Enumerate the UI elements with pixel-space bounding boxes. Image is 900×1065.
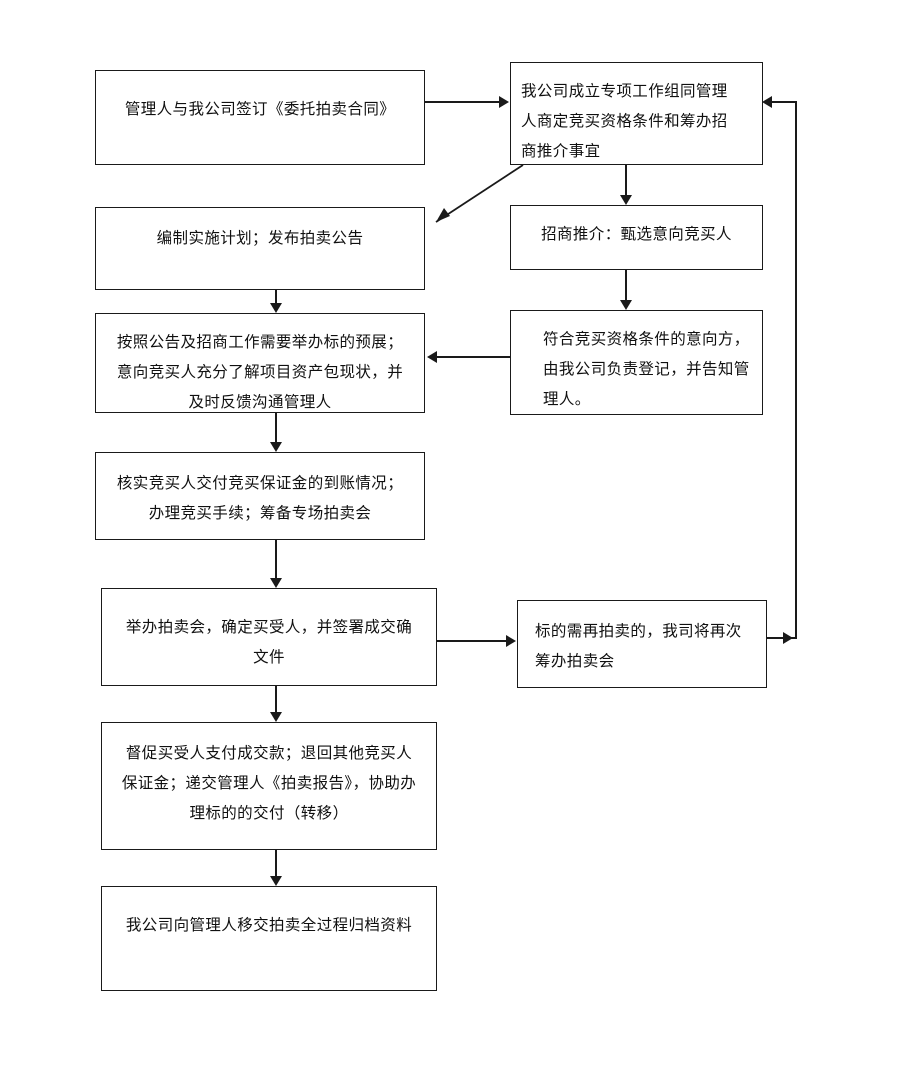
edge-n8-to-n9-arrowhead — [506, 635, 516, 647]
node-investment-promotion-screen-bidders[interactable]: 招商推介：甄选意向竞买人 — [510, 205, 763, 270]
edge-n9-to-n2-segment-left — [770, 101, 797, 103]
edge-n9-to-n2-segment-right — [767, 637, 797, 639]
edge-n5-to-n7-line — [275, 413, 277, 445]
node-prepare-plan-publish-announcement[interactable]: 编制实施计划；发布拍卖公告 — [95, 207, 425, 290]
edge-n9-to-n2-arrowhead-left — [762, 96, 772, 108]
edge-n4-to-n6-arrowhead — [620, 300, 632, 310]
edge-n2-to-n3-line — [420, 160, 530, 230]
edge-n9-to-n2-segment-vertical — [795, 101, 797, 639]
edge-n6-to-n5-line — [436, 356, 510, 358]
edge-n1-to-n2-arrowhead — [499, 96, 509, 108]
node-label: 举办拍卖会，确定买受人，并签署成交确 文件 — [125, 619, 413, 666]
node-collect-payment-refund-deposit-deliver[interactable]: 督促买受人支付成交款；退回其他竞买人 保证金；递交管理人《拍卖报告》，协助办 理… — [101, 722, 437, 850]
edge-n8-to-n10-arrowhead — [270, 712, 282, 722]
node-label: 标的需再拍卖的，我司将再次 筹办拍卖会 — [535, 623, 742, 670]
node-label: 招商推介：甄选意向竞买人 — [541, 226, 732, 243]
edge-n8-to-n9-line — [437, 640, 509, 642]
edge-n7-to-n8-arrowhead — [270, 578, 282, 588]
edge-n4-to-n6-line — [625, 270, 627, 303]
edge-n7-to-n8-line — [275, 540, 277, 582]
edge-n2-to-n4-line — [625, 165, 627, 197]
node-label: 我公司成立专项工作组同管理 人商定竞买资格条件和筹办招 商推介事宜 — [521, 83, 728, 160]
edge-n8-to-n10-line — [275, 686, 277, 714]
edge-n1-to-n2-line — [425, 101, 500, 103]
node-hand-over-archive-materials[interactable]: 我公司向管理人移交拍卖全过程归档资料 — [101, 886, 437, 991]
node-label: 编制实施计划；发布拍卖公告 — [156, 230, 364, 247]
node-hold-preview-and-communicate[interactable]: 按照公告及招商工作需要举办标的预展； 意向竞买人充分了解项目资产包现状，并 及时… — [95, 313, 425, 413]
edge-n9-to-n2-arrowhead-right — [783, 632, 793, 644]
node-label: 符合竞买资格条件的意向方， 由我公司负责登记，并告知管 理人。 — [543, 331, 750, 408]
edge-n2-to-n4-arrowhead — [620, 195, 632, 205]
node-hold-auction-confirm-buyer[interactable]: 举办拍卖会，确定买受人，并签署成交确 文件 — [101, 588, 437, 686]
edge-n10-to-n11-arrowhead — [270, 876, 282, 886]
node-label: 督促买受人支付成交款；退回其他竞买人 保证金；递交管理人《拍卖报告》，协助办 理… — [121, 745, 417, 822]
node-sign-entrustment-contract[interactable]: 管理人与我公司签订《委托拍卖合同》 — [95, 70, 425, 165]
node-label: 按照公告及招商工作需要举办标的预展； 意向竞买人充分了解项目资产包现状，并 及时… — [116, 334, 404, 411]
node-verify-deposit-prepare-auction[interactable]: 核实竞买人交付竞买保证金的到账情况； 办理竞买手续；筹备专场拍卖会 — [95, 452, 425, 540]
node-re-auction-if-needed[interactable]: 标的需再拍卖的，我司将再次 筹办拍卖会 — [517, 600, 767, 688]
node-register-qualified-intenders[interactable]: 符合竞买资格条件的意向方， 由我公司负责登记，并告知管 理人。 — [510, 310, 763, 415]
edge-n5-to-n7-arrowhead — [270, 442, 282, 452]
node-establish-working-group[interactable]: 我公司成立专项工作组同管理 人商定竞买资格条件和筹办招 商推介事宜 — [510, 62, 763, 165]
node-label: 核实竞买人交付竞买保证金的到账情况； 办理竞买手续；筹备专场拍卖会 — [116, 475, 404, 522]
node-label: 我公司向管理人移交拍卖全过程归档资料 — [125, 917, 413, 934]
node-label: 管理人与我公司签订《委托拍卖合同》 — [124, 101, 396, 118]
edge-n10-to-n11-line — [275, 850, 277, 878]
edge-n3-to-n5-arrowhead — [270, 303, 282, 313]
edge-n6-to-n5-arrowhead — [427, 351, 437, 363]
